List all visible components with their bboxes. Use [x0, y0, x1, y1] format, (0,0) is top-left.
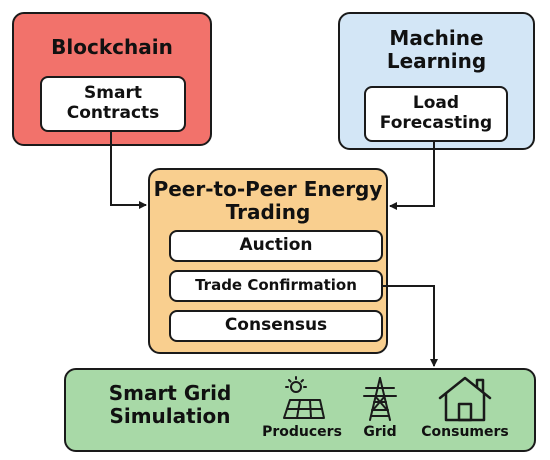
blockchain-box: Blockchain Smart Contracts [12, 12, 212, 146]
transmission-tower-icon [363, 377, 397, 421]
auction-box: Auction [169, 230, 383, 262]
blockchain-title: Blockchain [51, 35, 173, 59]
producers-label: Producers [262, 424, 342, 440]
trade-confirmation-box: Trade Confirmation [169, 270, 383, 302]
machine-learning-box: Machine Learning Load Forecasting [338, 12, 535, 150]
consensus-box: Consensus [169, 310, 383, 342]
consumers-item: Consumers [410, 376, 520, 440]
p2p-trading-title: Peer-to-Peer Energy Trading [153, 177, 383, 224]
smart-grid-box: Smart Grid Simulation Producers [64, 368, 536, 452]
smart-grid-title: Smart Grid Simulation [108, 381, 232, 428]
machine-learning-title: Machine Learning [386, 26, 487, 73]
house-icon [438, 376, 492, 422]
grid-item: Grid [350, 376, 410, 440]
producers-item: Producers [254, 376, 350, 440]
solar-panel-icon [283, 376, 325, 419]
p2p-trading-box: Peer-to-Peer Energy Trading Auction Trad… [148, 168, 388, 354]
grid-label: Grid [363, 424, 397, 440]
arrow-p2p-to-smart-grid [382, 285, 438, 367]
smart-contracts-box: Smart Contracts [40, 76, 186, 132]
consumers-label: Consumers [421, 424, 509, 440]
load-forecasting-box: Load Forecasting [364, 86, 508, 142]
